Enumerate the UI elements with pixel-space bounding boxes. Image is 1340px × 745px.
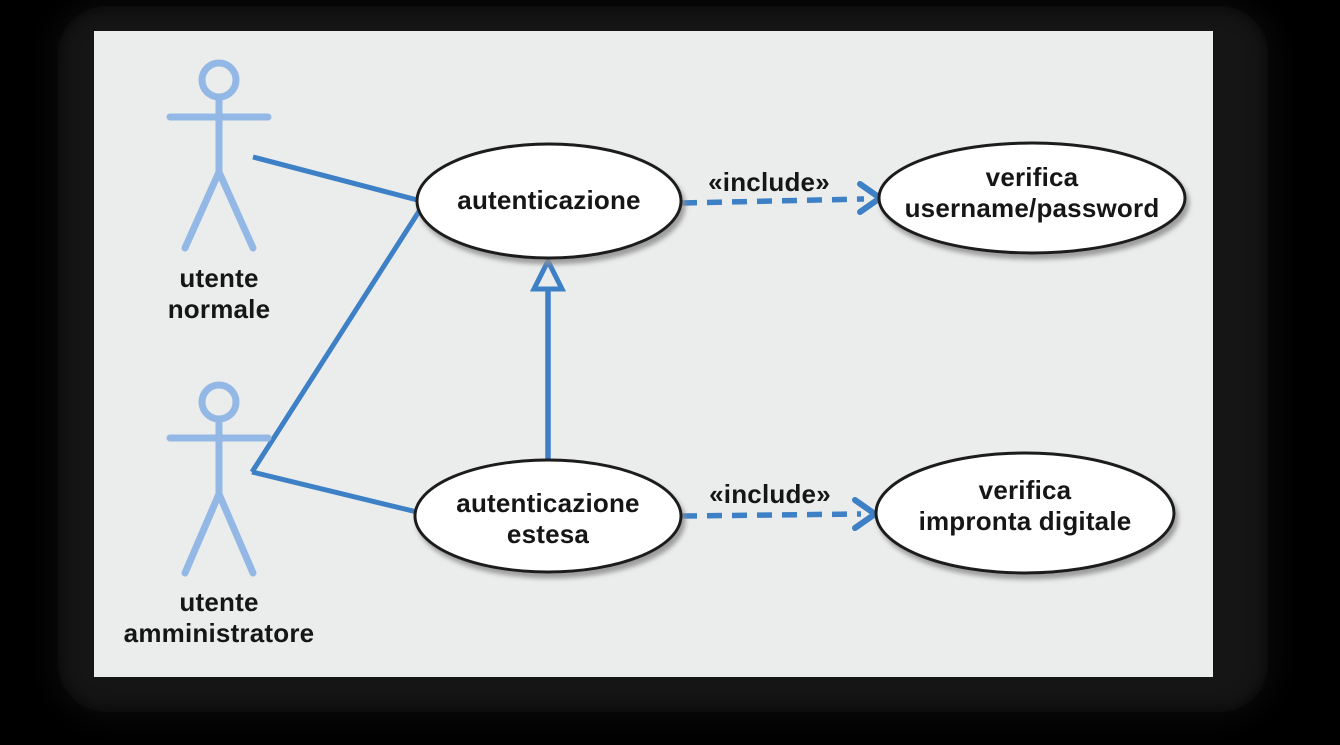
include-stereotype-label-top: «include» [708,167,830,197]
usecase-ellipse-autenticazione [415,142,683,260]
include-stereotype-label-bottom: «include» [709,479,831,509]
slide-frame: utente normale utente amministratore aut… [58,6,1268,712]
diagram-panel: utente normale utente amministratore aut… [94,31,1213,677]
include-arrow-bottom [681,511,862,519]
uml-use-case-diagram [166,59,1187,577]
usecase-ellipse-verifica-username-password [877,141,1187,255]
usecase-label-line: impronta digitale [918,506,1132,536]
usecase-label-line: verifica [978,475,1072,505]
actor-head [198,381,240,423]
usecase-ellipse-autenticazione-estesa [413,458,683,574]
actor-figure-utente-normale [166,59,272,252]
usecase-label-verifica-username-password: verifica username/password [905,162,1160,224]
usecase-label-autenticazione-estesa: autenticazione estesa [456,488,639,550]
usecase-ellipse-verifica-impronta-digitale [874,451,1176,575]
actor-label-line: amministratore [123,618,315,648]
usecase-label-verifica-impronta-digitale: verifica impronta digitale [919,475,1132,537]
usecase-label-line: autenticazione [456,488,640,518]
actor-label-line: normale [167,294,271,324]
actor-label-utente-normale: utente normale [168,263,271,325]
usecase-label-line: estesa [506,519,590,549]
actor-label-line: utente [179,587,259,617]
generalization-hollow-triangle [529,255,567,292]
include-arrow-top [681,196,865,206]
usecase-label-autenticazione: autenticazione [457,185,640,216]
actor-label-utente-amministratore: utente amministratore [124,587,315,649]
actor-figure-utente-amministratore [166,381,272,577]
usecase-label-line: autenticazione [457,185,641,215]
generalization-arrow [529,255,567,460]
usecase-label-line: username/password [904,193,1160,223]
usecase-label-line: verifica [985,162,1079,192]
actor-label-line: utente [179,263,259,293]
association-utente-amministratore-autenticazione-estesa [251,469,418,515]
association-utente-amministratore-autenticazione [249,200,428,474]
actor-head [198,59,240,101]
association-utente-normale-autenticazione [252,154,426,205]
